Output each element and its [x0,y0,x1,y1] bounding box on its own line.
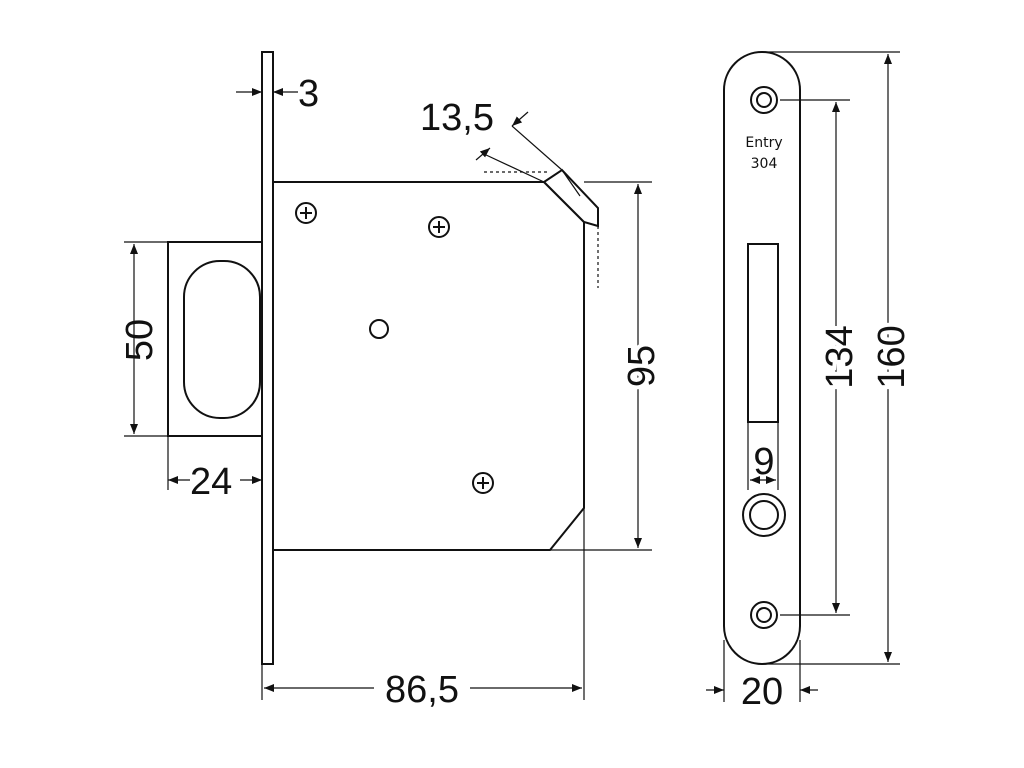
dim-faceplate-thickness: 3 [298,73,319,115]
dim-plate-width: 20 [741,671,783,713]
latch-hole [742,493,786,537]
side-view: 3 13,5 50 24 95 86,5 [119,51,667,711]
dim-overall-depth: 86,5 [385,669,459,711]
hook-bolt [542,168,599,228]
dim-screw-spacing: 134 [819,325,861,388]
dim-backset: 24 [190,461,232,503]
dim-case-height: 95 [621,345,663,387]
screw-hole-icon [750,86,778,114]
screw-icon [295,202,317,224]
plate-marking-line2: 304 [751,156,778,172]
spindle-hole [369,319,389,339]
bolt-slot [747,243,779,423]
dim-plate-height: 160 [871,325,913,388]
dim-bolt-offset: 13,5 [420,97,494,139]
dim-latch-height: 50 [119,319,161,361]
dim-slot-width: 9 [753,441,774,483]
faceplate [261,51,274,665]
screw-icon [472,472,494,494]
screw-icon [428,216,450,238]
latch-bolt [183,260,261,419]
front-view: Entry 304 9 134 160 [706,51,917,713]
lock-case [272,181,585,551]
screw-hole-icon [750,601,778,629]
plate-marking-line1: Entry [745,135,782,151]
